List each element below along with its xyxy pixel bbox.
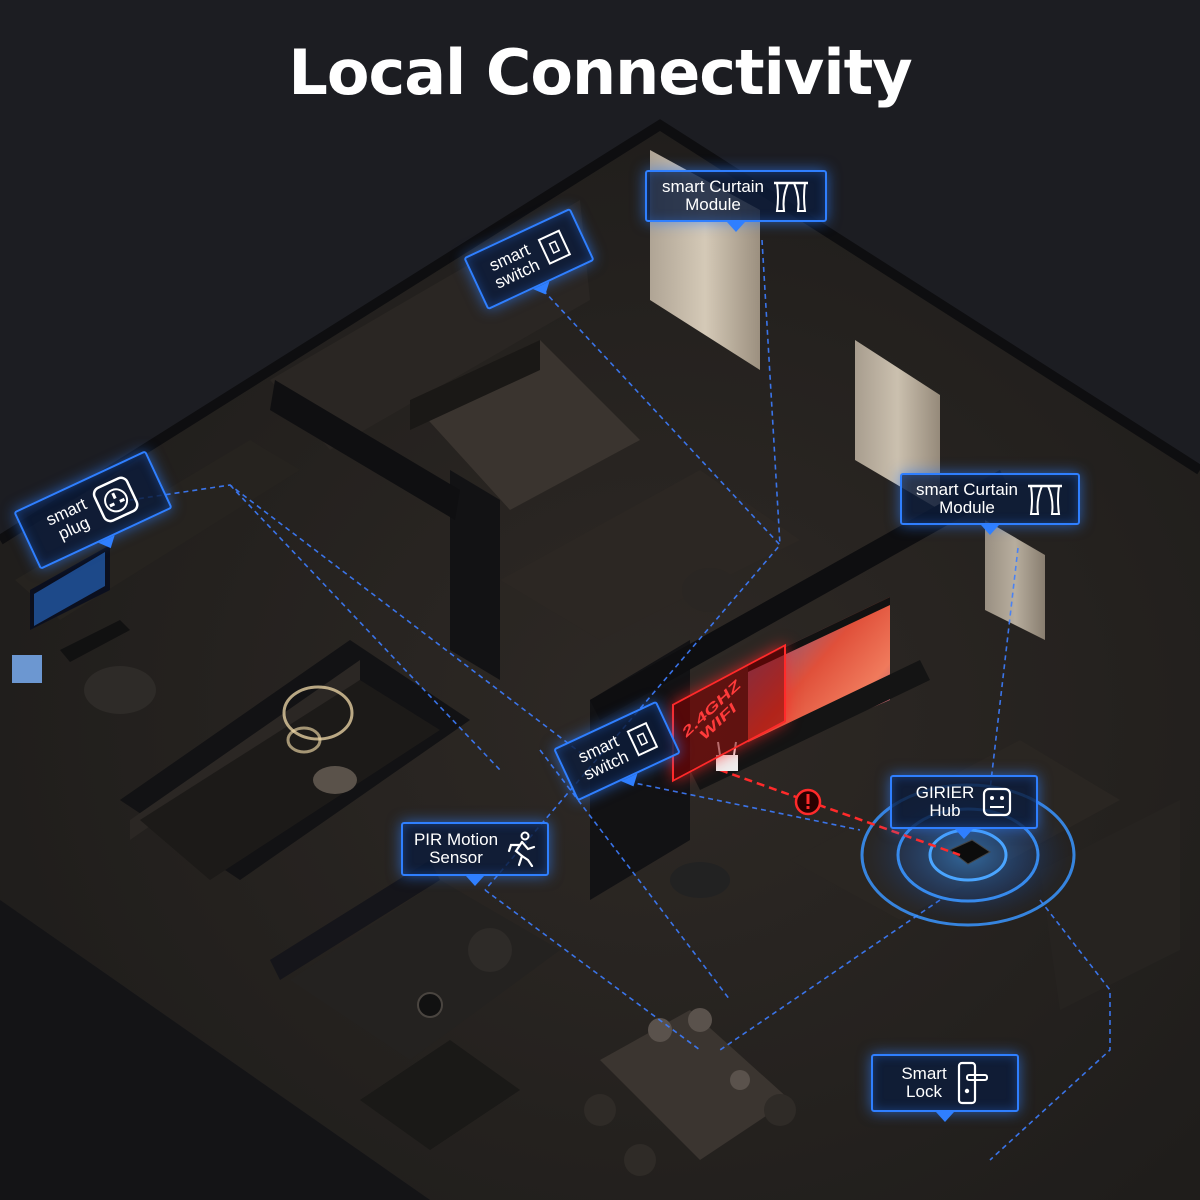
- label-smart-switch-top: smart switch: [463, 207, 595, 311]
- label-smart-switch-middle: smart switch: [553, 700, 681, 802]
- plug-socket-icon: [93, 476, 139, 523]
- curtain-icon: [774, 181, 809, 212]
- label-text: smart switch: [575, 731, 632, 785]
- label-text: smart switch: [486, 239, 543, 293]
- running-person-icon: [507, 831, 536, 867]
- door-lock-icon: [957, 1061, 988, 1105]
- label-girier-hub: GIRIER Hub: [890, 775, 1038, 839]
- label-text: PIR Motion Sensor: [413, 830, 499, 867]
- label-text: smart Curtain Module: [661, 177, 765, 214]
- label-text: smart Curtain Module: [915, 480, 1019, 517]
- curtain-icon: [1028, 484, 1063, 515]
- label-pir-motion-sensor: PIR Motion Sensor: [401, 822, 549, 886]
- hub-icon: [983, 787, 1012, 817]
- hub-device: [949, 839, 991, 865]
- label-smart-lock: Smart Lock: [871, 1054, 1019, 1122]
- switch-icon: [626, 721, 658, 757]
- label-smart-plug: smart plug: [13, 450, 173, 570]
- label-text: Smart Lock: [901, 1064, 947, 1101]
- warning-icon: [794, 788, 822, 816]
- label-smart-curtain-right: smart Curtain Module: [900, 473, 1080, 535]
- page-title: Local Connectivity: [288, 36, 912, 109]
- switch-icon: [537, 229, 571, 266]
- label-smart-curtain-top: smart Curtain Module: [645, 170, 827, 232]
- label-text: smart plug: [43, 494, 93, 544]
- label-text: GIRIER Hub: [915, 783, 975, 820]
